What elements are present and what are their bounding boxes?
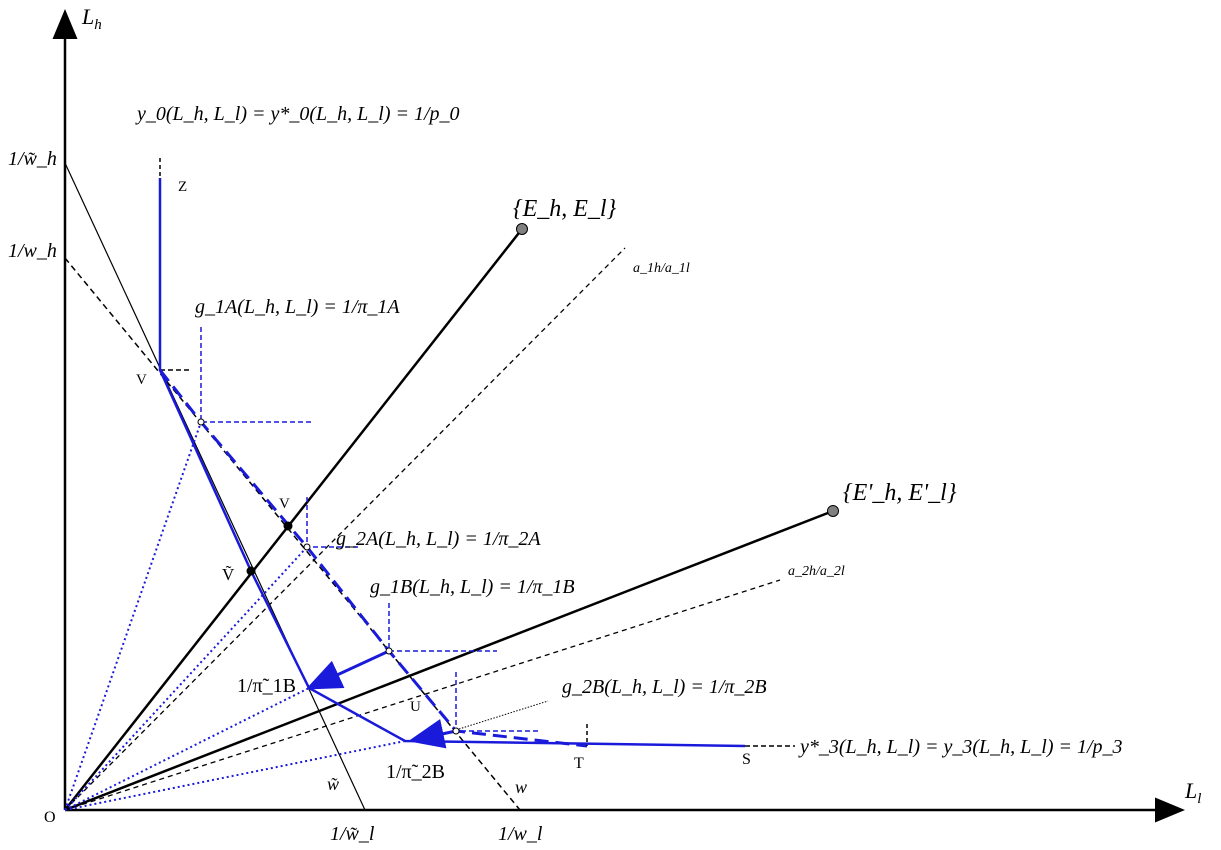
blue-isoquant xyxy=(158,178,746,748)
label-v-tilde: Ṽ xyxy=(222,565,235,584)
point-v-tilde xyxy=(246,566,256,576)
blue-dashed-path xyxy=(158,369,588,748)
label-y3: y*_3(L_h, L_l) = y_3(L_h, L_l) = 1/p_3 xyxy=(798,736,1123,758)
label-w: w xyxy=(515,777,527,797)
point-v-mid xyxy=(283,521,293,531)
ray-e-prime xyxy=(64,509,834,812)
label-pi1B: 1/π̃_1B xyxy=(237,675,296,697)
arrow-pi1B xyxy=(305,649,390,690)
label-t: T xyxy=(574,755,584,772)
label-wh-tilde: 1/w̃_h xyxy=(8,148,57,170)
y-axis-label: Lh xyxy=(81,4,102,33)
label-ray-a1: a_1h/a_1l xyxy=(633,261,690,276)
label-s: S xyxy=(742,751,751,768)
label-wl: 1/w_l xyxy=(498,823,543,845)
origin-label: O xyxy=(44,809,56,826)
label-z: Z xyxy=(178,179,187,195)
arrow-pi2B xyxy=(408,719,457,749)
open-points xyxy=(197,418,460,735)
label-w-tilde: w̃ xyxy=(327,774,339,794)
label-ray-a2: a_2h/a_2l xyxy=(788,564,845,579)
blue-dotted-rays xyxy=(64,421,406,811)
g2B-pointer xyxy=(458,700,549,730)
ray-e xyxy=(64,228,523,811)
label-ray-e: {E_h, E_l} xyxy=(513,196,617,222)
point-e-prime xyxy=(827,505,839,517)
point-e xyxy=(516,223,528,235)
ray-a1 xyxy=(64,247,626,811)
label-g1B: g_1B(L_h, L_l) = 1/π_1B xyxy=(370,576,575,598)
label-wl-tilde: 1/w̃_l xyxy=(330,823,375,845)
label-v-upper: V xyxy=(136,372,147,388)
line-w-tilde xyxy=(64,162,366,811)
label-wh: 1/w_h xyxy=(8,240,57,262)
ray-a2 xyxy=(64,579,781,811)
label-v-mid: V xyxy=(279,496,290,512)
label-g2B: g_2B(L_h, L_l) = 1/π_2B xyxy=(562,676,767,698)
label-u: U xyxy=(410,699,421,715)
label-y0: y_0(L_h, L_l) = y*_0(L_h, L_l) = 1/p_0 xyxy=(135,103,460,125)
label-g2A: g_2A(L_h, L_l) = 1/π_2A xyxy=(336,528,541,550)
label-g1A: g_1A(L_h, L_l) = 1/π_1A xyxy=(195,296,400,318)
label-pi2B: 1/π̃_2B xyxy=(386,761,445,783)
x-axis-label: Ll xyxy=(1184,778,1201,807)
label-ray-e-prime: {E'_h, E'_l} xyxy=(843,480,957,506)
